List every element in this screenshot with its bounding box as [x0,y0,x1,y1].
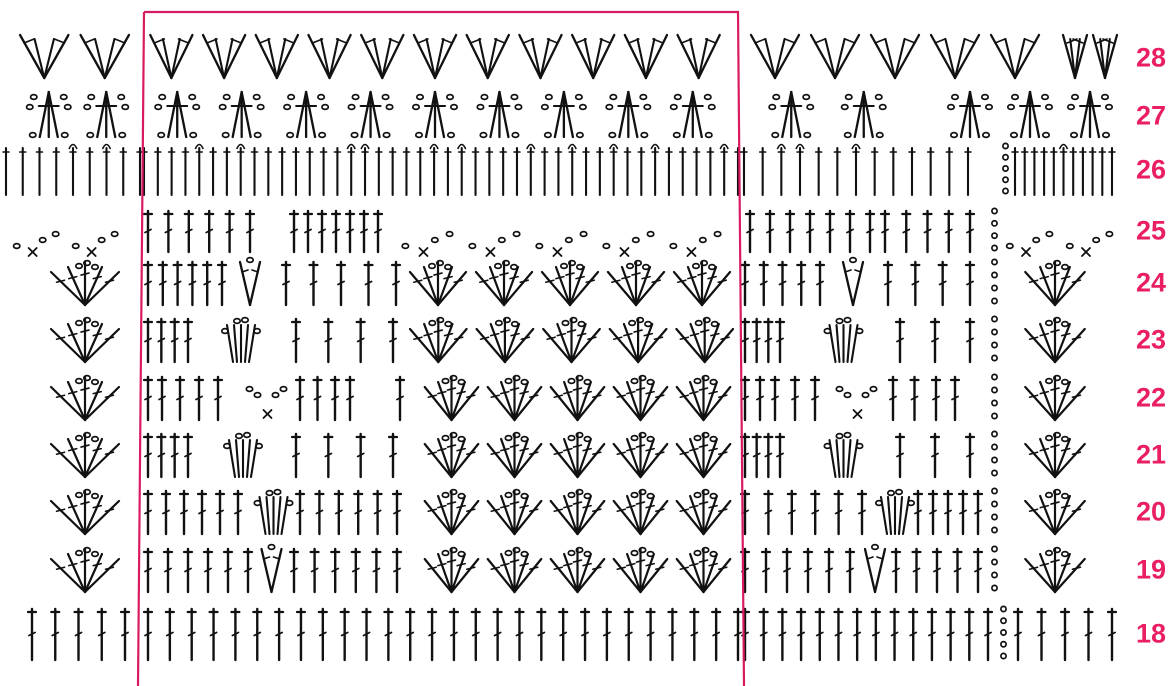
row-number-25: 25 [1136,216,1166,246]
row-number-20: 20 [1136,497,1166,527]
row-number-26: 26 [1136,155,1166,185]
row-number-18: 18 [1136,619,1166,649]
row-number-22: 22 [1136,383,1166,413]
row-number-23: 23 [1136,325,1166,355]
row-number-21: 21 [1136,440,1166,470]
row-number-24: 24 [1136,268,1166,298]
row-number-27: 27 [1136,101,1166,131]
row-number-28: 28 [1136,43,1166,73]
row-number-19: 19 [1136,555,1166,585]
